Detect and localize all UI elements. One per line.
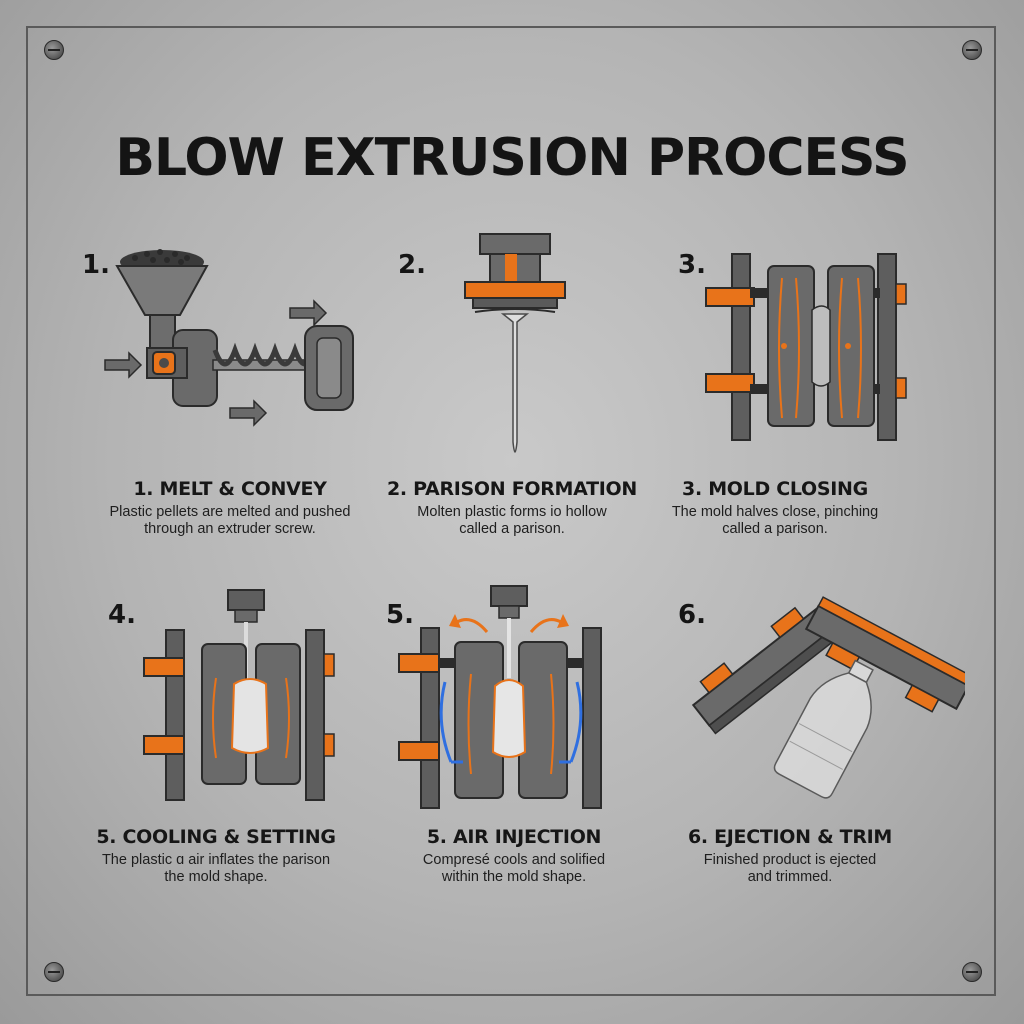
- step-desc-line: Molten plastic forms io hollow: [417, 504, 607, 520]
- step-heading: 5. AIR INJECTION: [426, 826, 602, 848]
- air-line-icon: [439, 681, 583, 764]
- parison-die-illustration: [464, 233, 566, 453]
- air-flow-arrow-icon: [449, 614, 569, 633]
- step-2-caption: 2. PARISON FORMATION Molten plastic form…: [362, 478, 662, 538]
- step-desc-line: and trimmed.: [747, 869, 833, 885]
- step-heading: 2. PARISON FORMATION: [387, 478, 637, 500]
- parison-icon: [500, 313, 530, 453]
- step-6-number: 6.: [678, 600, 706, 630]
- step-6-caption: 6. EJECTION & TRIM Finished product is e…: [640, 826, 940, 886]
- ejection-illustration: [691, 596, 965, 799]
- bottle-preform-icon: [491, 679, 527, 758]
- step-3-caption: 3. MOLD CLOSING The mold halves close, p…: [625, 478, 925, 538]
- mold-half-icon: [767, 265, 815, 427]
- plate-frame: [26, 26, 996, 996]
- step-desc-line: Compresé cools and solified: [422, 852, 606, 868]
- step-5-caption: 5. AIR INJECTION Compresé cools and soli…: [364, 826, 664, 886]
- hopper-icon: [115, 265, 209, 316]
- step-desc-line: called a parison.: [722, 521, 828, 537]
- step-2-number: 2.: [398, 250, 426, 280]
- extruder-illustration: [104, 249, 354, 427]
- corner-screw-icon: [44, 962, 64, 982]
- screw-icon: [212, 342, 318, 367]
- step-desc-line: Finished product is ejected: [703, 852, 877, 868]
- step-4-caption: 5. COOLING & SETTING The plastic ɑ air i…: [66, 826, 366, 886]
- step-desc-line: The plastic ɑ air inflates the parison: [101, 852, 331, 868]
- step-1-caption: 1. MELT & CONVEY Plastic pellets are mel…: [80, 478, 380, 538]
- cooling-mold-illustration: [143, 589, 335, 801]
- bottle-preform-icon: [230, 678, 270, 754]
- step-desc-line: called a parison.: [459, 521, 565, 537]
- step-desc-line: the mold shape.: [164, 869, 268, 885]
- step-1-number: 1.: [82, 250, 110, 280]
- step-desc-line: through an extruder screw.: [144, 521, 316, 537]
- page-title: BLOW EXTRUSION PROCESS: [115, 128, 909, 188]
- mold-closing-illustration: [705, 253, 907, 441]
- step-4-number: 4.: [108, 600, 136, 630]
- air-injection-illustration: [398, 585, 602, 809]
- corner-screw-icon: [962, 40, 982, 60]
- step-heading: 5. COOLING & SETTING: [96, 826, 336, 848]
- step-5-number: 5.: [386, 600, 414, 630]
- flow-arrow-icon: [104, 299, 328, 427]
- bottle-icon: [773, 659, 874, 799]
- step-desc-line: Plastic pellets are melted and pushed: [109, 504, 351, 520]
- step-heading: 1. MELT & CONVEY: [133, 478, 327, 500]
- step-desc-line: The mold halves close, pinching: [671, 504, 879, 520]
- step-3-number: 3.: [678, 250, 706, 280]
- corner-screw-icon: [962, 962, 982, 982]
- step-heading: 6. EJECTION & TRIM: [687, 826, 893, 848]
- corner-screw-icon: [44, 40, 64, 60]
- step-heading: 3. MOLD CLOSING: [682, 478, 868, 500]
- step-desc-line: within the mold shape.: [441, 869, 587, 885]
